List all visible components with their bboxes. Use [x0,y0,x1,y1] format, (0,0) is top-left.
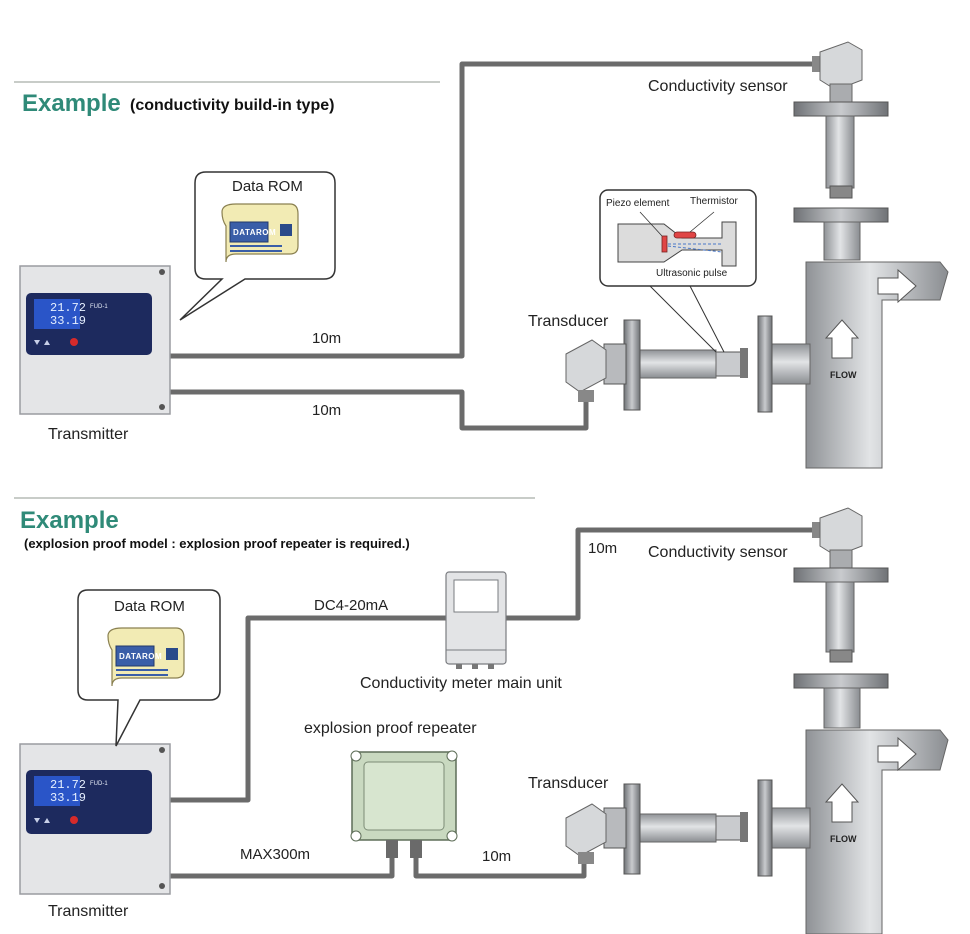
pipe-assembly-1 [757,207,949,469]
sensor-cable-length: 10m [588,540,618,557]
thermistor-label: Thermistor [690,196,738,207]
power-key-icon [70,816,78,824]
transmitter-label: Transmitter [48,903,129,920]
section2-cables [170,527,812,879]
transducer-2 [565,783,748,875]
transmitter-display-line-2: 33.19 [50,791,87,805]
transmitter-model: FUD-1 [90,781,108,787]
cable-length-bottom: 10m [312,402,342,419]
key-icon [44,818,50,823]
repeater-cable-length: 10m [482,848,512,865]
data-rom-chip-text: DATAROM [119,652,163,661]
flow-arrow-up-icon [824,319,860,359]
ultrasonic-pulse-label: Ultrasonic pulse [656,268,728,279]
transmitter-1 [19,265,171,415]
transmitter-2 [19,743,171,895]
transmitter-display-line-2: 33.19 [50,314,87,328]
data-rom-callout-1 [179,171,336,321]
flow-label: FLOW [830,370,857,380]
key-icon [34,340,40,345]
conductivity-sensor-label: Conductivity sensor [648,78,788,95]
data-rom-label: Data ROM [232,178,303,195]
section1-title: Example [22,90,121,117]
key-icon [44,340,50,345]
key-icon [34,818,40,823]
data-rom-chip [229,221,269,243]
data-rom-chip-text: DATAROM [233,228,277,237]
transducer-detail-callout [599,189,757,353]
cable-signal-to-main-unit [170,615,446,803]
transmitter-label: Transmitter [48,426,129,443]
explosion-proof-repeater [350,750,458,858]
flow-arrow-up-icon [824,783,860,823]
section2-subtitle: (explosion proof model : explosion proof… [24,536,410,551]
section1-cables [170,61,812,431]
section1-subtitle: (conductivity build-in type) [130,97,335,114]
thermistor-icon [673,231,697,239]
transmitter-display-line-1: 21.72 [50,301,87,315]
piezo-element-icon [661,235,668,253]
conductivity-meter-main-unit [445,571,507,669]
cable-main-unit-to-sensor [506,527,812,621]
data-rom-label: Data ROM [114,598,185,615]
conductivity-sensor-2 [793,507,889,663]
transducer-label: Transducer [528,775,609,792]
flow-arrow-right-icon [877,268,917,304]
pipe-assembly-2 [757,673,949,934]
piezo-element-label: Piezo element [606,198,670,209]
transmitter-display [34,299,80,329]
cable-length-top: 10m [312,330,342,347]
data-rom-callout-2 [77,589,221,747]
signal-label: DC4-20mA [314,597,389,614]
transducer-label: Transducer [528,313,609,330]
section2-title: Example [20,507,119,534]
transducer-1 [565,319,748,411]
conductivity-sensor-1 [793,41,889,199]
cable-repeater-to-transducer [413,858,587,879]
main-unit-label: Conductivity meter main unit [360,675,562,692]
cable-to-conductivity-sensor [170,61,812,359]
transmitter-model: FUD-1 [90,304,108,310]
cable-transmitter-to-repeater [170,858,395,879]
cable-to-transducer [170,389,589,431]
transmitter-display [34,776,80,806]
power-key-icon [70,338,78,346]
repeater-label: explosion proof repeater [304,720,477,737]
conductivity-sensor-label: Conductivity sensor [648,544,788,561]
max-cable-label: MAX300m [240,846,311,863]
transmitter-display-line-1: 21.72 [50,778,87,792]
flow-label: FLOW [830,834,857,844]
flow-arrow-right-icon [877,736,917,772]
data-rom-chip [115,645,155,667]
